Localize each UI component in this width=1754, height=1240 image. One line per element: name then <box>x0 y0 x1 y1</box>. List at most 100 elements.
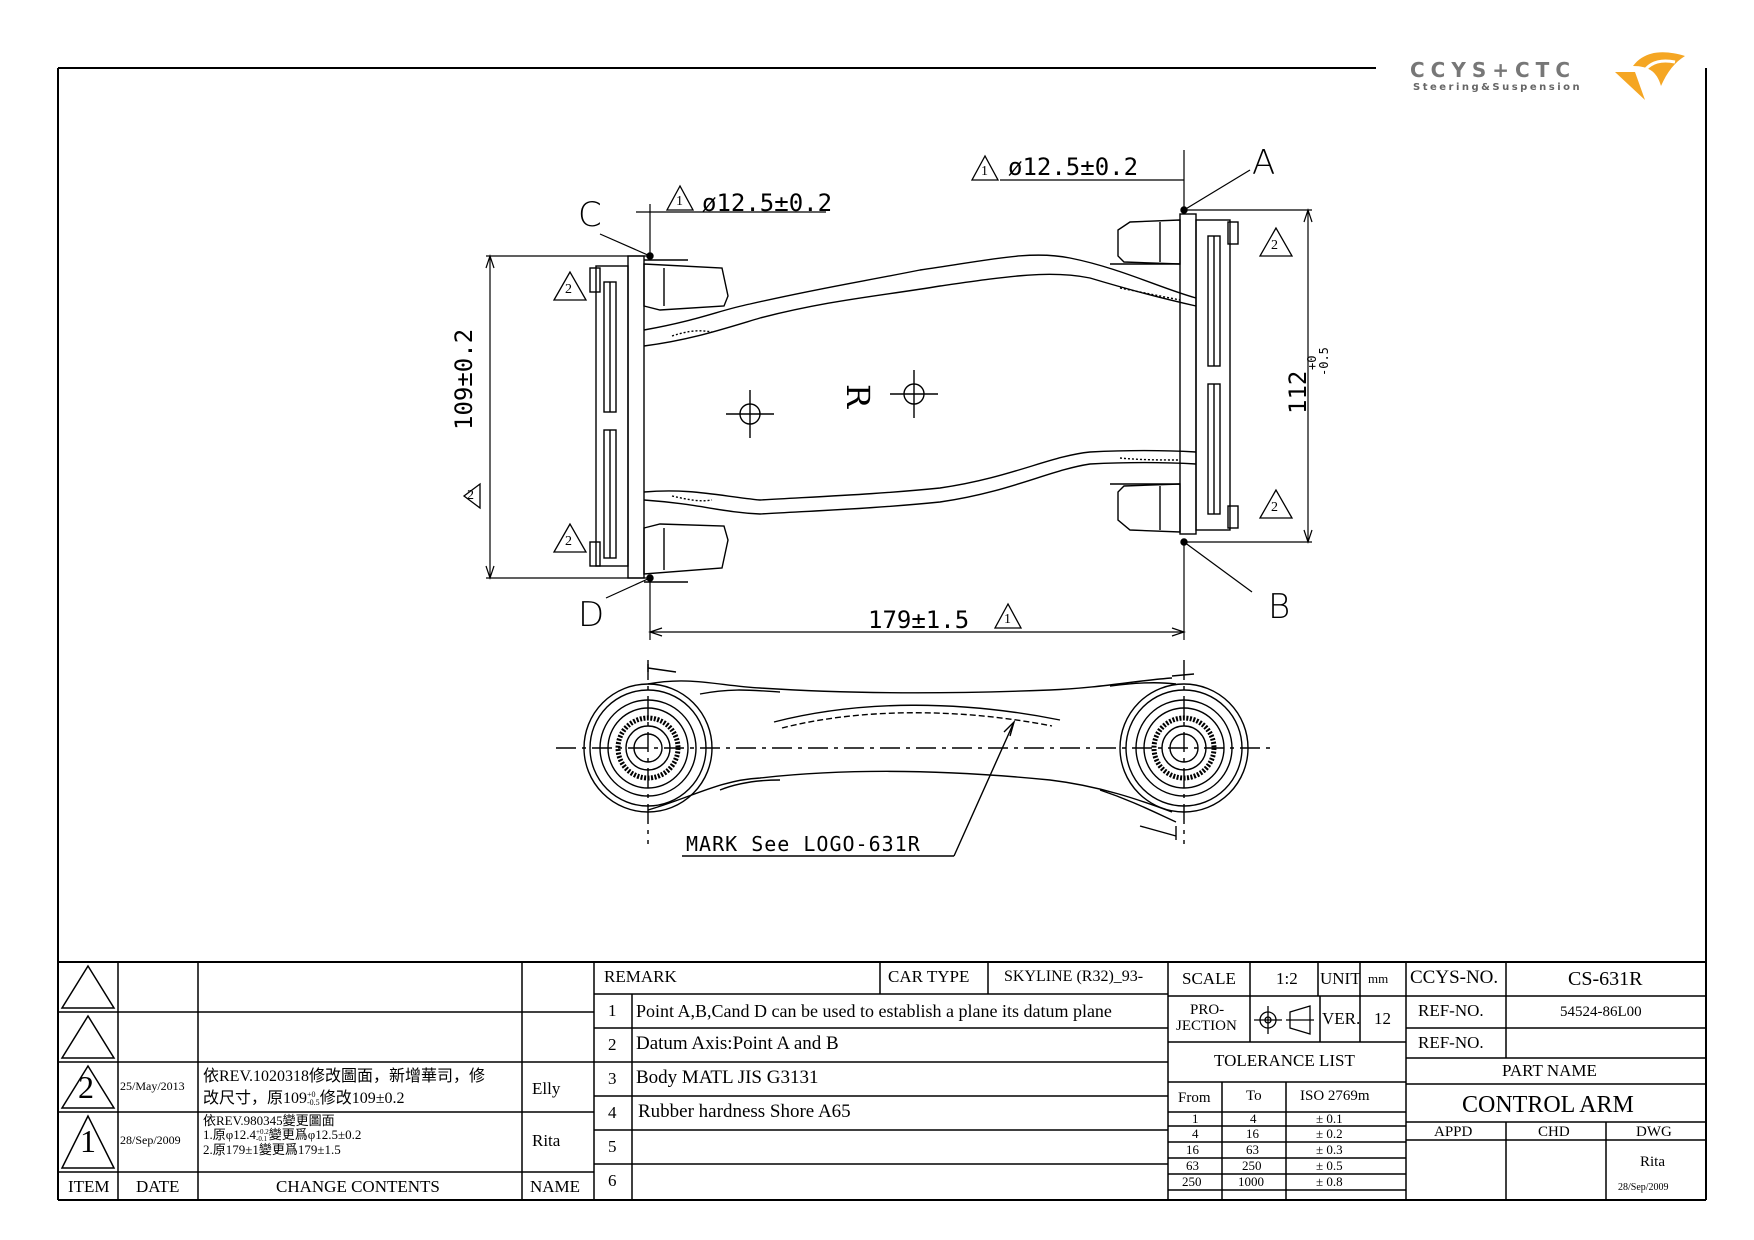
revision-header-change: CHANGE CONTENTS <box>276 1177 440 1196</box>
remark-text-1: Point A,B,Cand D can be used to establis… <box>636 1001 1112 1021</box>
side-mark-r: R <box>839 383 878 409</box>
tolerance-header-to: To <box>1246 1088 1262 1104</box>
tolerance-to-3: 63 <box>1246 1142 1259 1157</box>
revision-name-1: Rita <box>532 1131 561 1150</box>
ver-value: 12 <box>1374 1009 1391 1028</box>
rev-marker-left-upper: 2 <box>565 282 572 297</box>
revision-item-2: 2 <box>78 1069 94 1105</box>
right-eye-outer <box>1119 683 1249 813</box>
left-bush-plate <box>627 255 645 579</box>
remark-no-6: 6 <box>608 1171 617 1190</box>
remark-no-3: 3 <box>608 1069 617 1088</box>
ref-no-value: 54524-86L00 <box>1560 1004 1642 1020</box>
revision-name-2: Elly <box>532 1079 561 1098</box>
tolerance-from-3: 16 <box>1186 1142 1199 1157</box>
projection-symbol-icon <box>1254 1005 1314 1035</box>
remark-header: REMARK <box>604 967 677 986</box>
car-type-label: CAR TYPE <box>888 967 970 986</box>
brand-tagline: Steering&Suspension <box>1413 82 1583 93</box>
revision-item-1: 1 <box>80 1123 96 1159</box>
remark-no-5: 5 <box>608 1137 617 1156</box>
right-bush-plate <box>1179 213 1197 535</box>
remark-text-4: Rubber hardness Shore A65 <box>638 1101 851 1122</box>
tolerance-title: TOLERANCE LIST <box>1214 1051 1355 1070</box>
remark-text-3: Body MATL JIS G3131 <box>636 1067 819 1088</box>
ccys-no-value: CS-631R <box>1568 968 1643 990</box>
rev-marker-top: 1 <box>981 164 988 179</box>
part-name-label: PART NAME <box>1502 1061 1597 1080</box>
chd-label: CHD <box>1538 1124 1570 1140</box>
dwg-label: DWG <box>1636 1124 1672 1140</box>
mark-arc <box>773 704 1061 723</box>
revision-header-item: ITEM <box>68 1177 110 1196</box>
revision-change-1-line1: 依REV.980345變更圖面 <box>203 1113 335 1128</box>
tolerance-to-5: 1000 <box>1238 1174 1264 1189</box>
unit-value: mm <box>1368 971 1389 986</box>
dim-height-left: 109±0.2 <box>450 328 478 430</box>
scale-label: SCALE <box>1182 969 1236 988</box>
ver-label: VER. <box>1322 1009 1361 1028</box>
remark-no-2: 2 <box>608 1035 617 1054</box>
brand-name: CCYS+CTC <box>1410 58 1576 82</box>
dim-diameter-top: ø12.5±0.2 <box>1008 153 1139 181</box>
ref-no-label: REF-NO. <box>1418 1001 1484 1020</box>
tolerance-value-2: ± 0.2 <box>1316 1126 1343 1141</box>
side-view <box>556 660 1272 857</box>
tolerance-from-4: 63 <box>1186 1158 1199 1173</box>
top-view <box>589 206 1239 583</box>
tolerance-to-1: 4 <box>1250 1111 1257 1126</box>
right-upper-cup <box>1117 219 1181 265</box>
tolerance-header-iso: ISO 2769m <box>1300 1088 1370 1104</box>
dimension-lines <box>485 150 1313 640</box>
right-lower-cup <box>1117 483 1181 533</box>
point-d-label: D <box>578 595 605 635</box>
tolerance-value-3: ± 0.3 <box>1316 1142 1343 1157</box>
tolerance-from-5: 250 <box>1182 1174 1202 1189</box>
revision-header-date: DATE <box>136 1177 180 1196</box>
arm-bottom-edge <box>643 461 1197 515</box>
rev-marker-left-dia: 1 <box>676 194 683 209</box>
tolerance-value-1: ± 0.1 <box>1316 1111 1343 1126</box>
tolerance-header-from: From <box>1178 1090 1211 1106</box>
left-lower-cup <box>643 523 729 575</box>
mark-note: MARK See LOGO-631R <box>686 832 921 856</box>
left-bush-housing <box>595 265 629 567</box>
rev-marker-right-lower: 2 <box>1271 500 1278 515</box>
remark-text-2: Datum Axis:Point A and B <box>636 1033 839 1054</box>
rev-marker-left-lower: 2 <box>565 534 572 549</box>
title-block-grid <box>58 962 1706 1200</box>
point-c-label: C <box>578 195 602 235</box>
drawn-date: 28/Sep/2009 <box>1618 1182 1669 1193</box>
dim-height-right-tol-lower: -0.5 <box>1317 347 1331 376</box>
tolerance-value-5: ± 0.8 <box>1316 1174 1343 1189</box>
remark-no-1: 1 <box>608 1001 617 1020</box>
revision-change-2-line1: 依REV.1020318修改圖面，新增華司，修 <box>203 1068 485 1085</box>
side-arm-bottom <box>647 770 1173 813</box>
dim-height-right: 112 <box>1284 370 1312 414</box>
rev-marker-length: 1 <box>1004 612 1011 627</box>
tolerance-to-4: 250 <box>1242 1158 1262 1173</box>
ref-no2-label: REF-NO. <box>1418 1033 1484 1052</box>
dim-length: 179±1.5 <box>868 606 970 634</box>
rev-marker-height: 2 <box>467 488 474 503</box>
car-type-value: SKYLINE (R32)_93- <box>1004 968 1144 985</box>
revision-header-name: NAME <box>530 1177 581 1196</box>
point-a-label: A <box>1252 143 1276 183</box>
unit-label: UNIT <box>1320 969 1361 988</box>
drawn-by: Rita <box>1640 1154 1665 1170</box>
arm-top-edge <box>643 254 1197 331</box>
scale-value: 1:2 <box>1276 969 1298 988</box>
revision-date-1: 28/Sep/2009 <box>120 1133 181 1147</box>
appd-label: APPD <box>1434 1124 1473 1140</box>
brand-logo: CCYS+CTC Steering&Suspension <box>1410 52 1710 102</box>
projection-label-2: JECTION <box>1176 1018 1237 1034</box>
tolerance-to-2: 16 <box>1246 1126 1259 1141</box>
right-bush-housing <box>1195 219 1231 531</box>
part-name-value: CONTROL ARM <box>1462 1092 1634 1118</box>
revision-markers <box>462 154 1294 629</box>
tolerance-from-2: 4 <box>1192 1126 1199 1141</box>
ccys-no-label: CCYS-NO. <box>1410 967 1499 988</box>
